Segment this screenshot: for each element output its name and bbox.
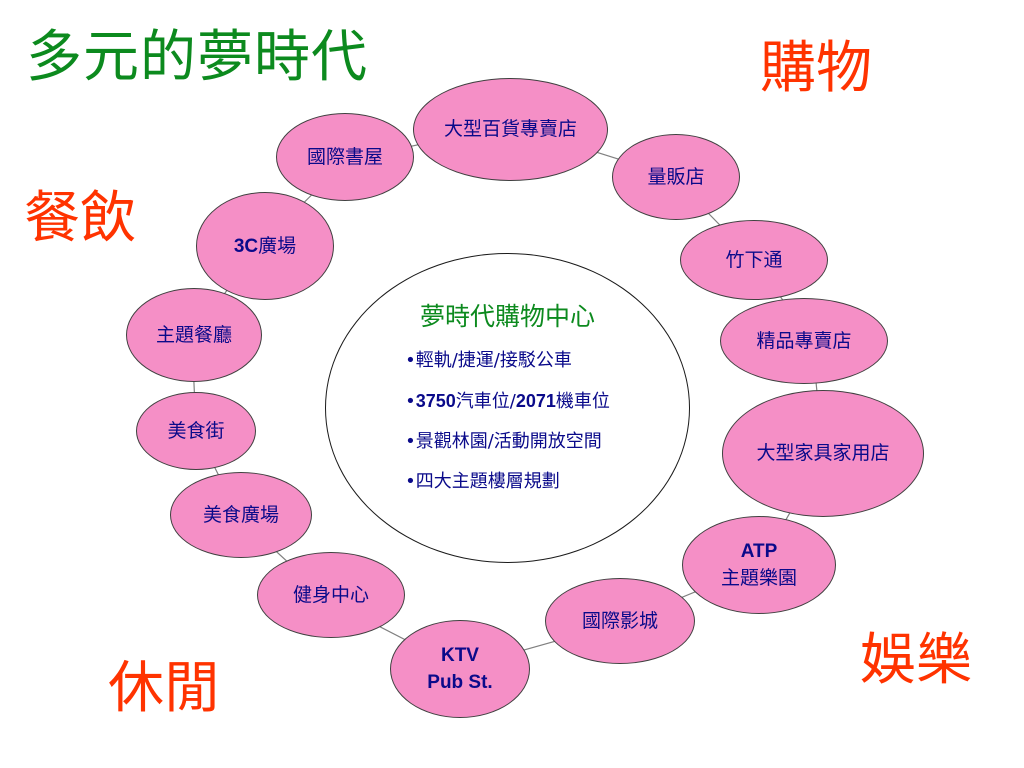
node-label-line: KTV <box>440 645 479 666</box>
node-label-line: 竹下通 <box>725 248 783 271</box>
feature-item: •輕軌/捷運/接駁公車 <box>405 341 610 381</box>
node-label: 健身中心 <box>293 582 369 609</box>
center-hub: 夢時代購物中心 •輕軌/捷運/接駁公車•3750汽車位/2071機車位•景觀林園… <box>325 253 690 563</box>
feature-list: •輕軌/捷運/接駁公車•3750汽車位/2071機車位•景觀林園/活動開放空間•… <box>405 341 610 502</box>
node-label-line: 量販店 <box>647 165 705 188</box>
feature-text: 2071 <box>515 390 556 411</box>
feature-item: •景觀林園/活動開放空間 <box>405 422 610 462</box>
node-label-line: 大型百貨專賣店 <box>443 118 577 140</box>
node-takeshita-street: 竹下通 <box>680 220 828 300</box>
node-cinema: 國際影城 <box>545 578 695 664</box>
node-label-line: 美食廣場 <box>202 503 279 526</box>
feature-text: 四大主題樓層規劃 <box>415 470 560 492</box>
node-label: 國際書屋 <box>307 144 383 171</box>
node-label-line: 國際影城 <box>581 609 658 632</box>
bullet: • <box>405 470 416 492</box>
feature-text: 機車位 <box>555 390 610 412</box>
category-dining-label: 餐飲 <box>24 186 136 251</box>
node-label: 竹下通 <box>725 247 782 274</box>
node-theme-restaurant: 主題餐廳 <box>126 288 262 382</box>
node-label-line: 主題餐廳 <box>155 323 232 346</box>
node-label-line: 健身中心 <box>292 583 369 606</box>
node-label-line: 精品專賣店 <box>756 329 852 352</box>
bullet: • <box>405 349 416 371</box>
node-dept-store: 大型百貨專賣店 <box>413 78 608 181</box>
page-title: 多元的夢時代 <box>26 25 368 90</box>
node-label-line: 主題樂園 <box>720 567 797 589</box>
feature-text: 輕軌/捷運/接駁公車 <box>415 349 572 371</box>
category-entertainment-label: 娛樂 <box>860 628 972 693</box>
node-3c-plaza: 3C廣場 <box>196 192 334 300</box>
feature-item: •四大主題樓層規劃 <box>405 462 610 502</box>
node-label: 國際影城 <box>582 608 658 635</box>
node-label: KTV Pub St. <box>427 642 492 696</box>
node-label-line: 大型家具家用店 <box>756 442 890 464</box>
node-bookstore: 國際書屋 <box>276 113 414 201</box>
node-label-line: 國際書屋 <box>306 145 383 168</box>
node-label-line: 3C廣場 <box>233 234 297 257</box>
node-food-plaza: 美食廣場 <box>170 472 312 558</box>
feature-item: •3750汽車位/2071機車位 <box>405 381 610 422</box>
category-shopping-label: 購物 <box>760 36 872 101</box>
node-label: 大型百貨專賣店 <box>444 116 577 143</box>
node-label-line: ATP <box>740 541 778 562</box>
node-label: 精品專賣店 <box>756 328 851 355</box>
node-atp-park: ATP 主題樂園 <box>682 516 836 614</box>
node-label: 美食街 <box>167 418 224 445</box>
feature-text: 汽車位/ <box>455 390 516 412</box>
node-label-line: 美食街 <box>167 419 225 442</box>
node-label: 3C廣場 <box>234 233 296 260</box>
node-label: 量販店 <box>647 164 704 191</box>
node-label: 大型家具家用店 <box>756 440 889 467</box>
feature-text: 景觀林園/活動開放空間 <box>415 430 602 452</box>
node-food-street: 美食街 <box>136 392 256 470</box>
node-furniture: 大型家具家用店 <box>722 390 924 517</box>
node-fitness: 健身中心 <box>257 552 405 638</box>
node-label: 美食廣場 <box>203 502 279 529</box>
node-boutique: 精品專賣店 <box>720 298 888 384</box>
node-label: 主題餐廳 <box>156 322 232 349</box>
feature-text: 3750 <box>415 390 456 411</box>
bullet: • <box>405 430 416 452</box>
center-title: 夢時代購物中心 <box>419 301 595 331</box>
node-label: ATP 主題樂園 <box>721 538 797 592</box>
category-leisure-label: 休閒 <box>108 656 220 721</box>
node-mass-retail: 量販店 <box>612 134 740 220</box>
node-ktv-pub: KTV Pub St. <box>390 620 530 718</box>
node-label-line: Pub St. <box>427 672 493 693</box>
bullet: • <box>405 390 416 412</box>
